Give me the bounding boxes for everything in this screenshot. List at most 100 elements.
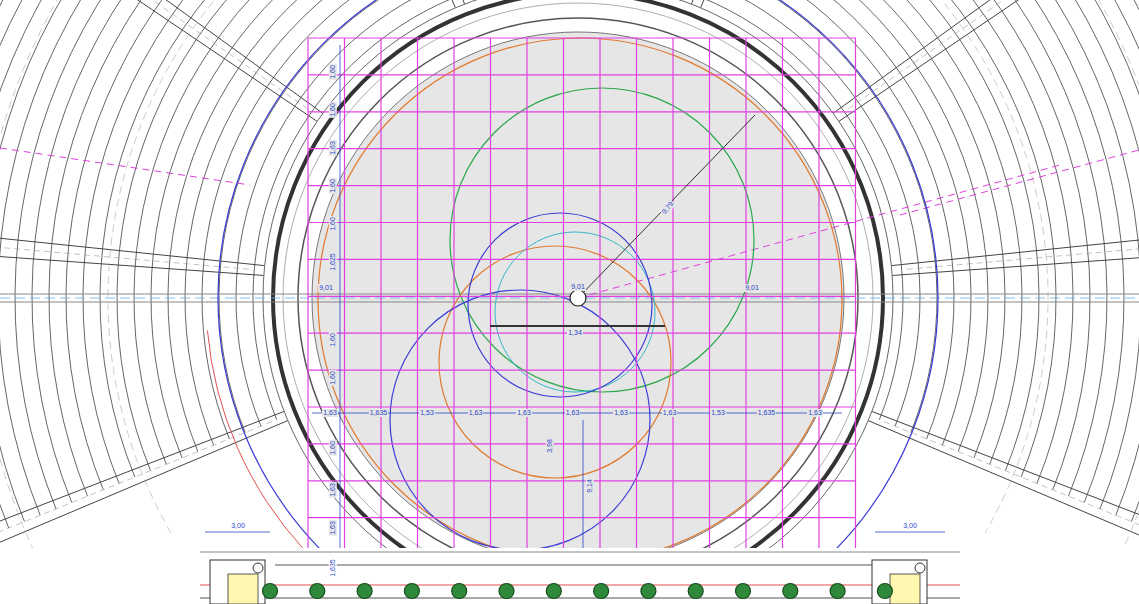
ring-drain (283, 3, 873, 548)
dimension-label: 1,63 (329, 140, 337, 156)
aisle-edge (290, 0, 465, 4)
column-base (263, 584, 278, 599)
dimension-line (875, 532, 945, 533)
grid-line (417, 38, 418, 592)
grid-line (308, 111, 856, 112)
aisle-edge (891, 216, 1139, 266)
aisle-edge (267, 0, 456, 8)
grid-line (308, 370, 856, 371)
centre-point (570, 290, 586, 306)
pier-block (890, 574, 920, 604)
stage-line (200, 552, 960, 553)
aisle-edge (833, 0, 1139, 113)
dimension-label: 9,01 (744, 284, 760, 292)
aisle-axis (0, 228, 249, 269)
dimension-label: 1,60 (329, 440, 337, 456)
column-base (594, 584, 609, 599)
construction-arc (0, 0, 1139, 548)
grid-line (308, 480, 856, 481)
column-base (688, 584, 703, 599)
stage-line (275, 565, 880, 566)
pier-outline (210, 560, 265, 604)
dimension-label: 1,63 (613, 409, 629, 417)
pier-column (915, 563, 925, 573)
column-base (830, 584, 845, 599)
aisle-edge (0, 0, 317, 121)
dimension-label: 1,60 (329, 64, 337, 80)
aisle-edge (0, 411, 284, 548)
radius-line (578, 115, 755, 298)
aisle-axis (884, 422, 1139, 548)
ring-wall (273, 0, 883, 548)
grid-line (526, 38, 527, 592)
dimension-label: 9,14 (586, 478, 594, 494)
ring-inner (298, 18, 858, 548)
column-base (452, 584, 467, 599)
dimension-label: 1,63 (329, 520, 337, 536)
setting-out-circle (218, 0, 938, 548)
dimension-label: 1,63 (329, 482, 337, 498)
grid-line (308, 517, 856, 518)
dimension-line (340, 45, 341, 585)
dimension-label: 1,53 (419, 409, 435, 417)
dimension-label: 9,79 (660, 199, 676, 216)
grid-line (308, 443, 856, 444)
grid-line (308, 222, 856, 223)
column-base (404, 584, 419, 599)
dimension-label: 3,00 (902, 522, 918, 530)
dimension-label: 1,635 (329, 558, 337, 578)
stage-ground (0, 548, 1139, 604)
column-base (783, 584, 798, 599)
aisle-edge (701, 0, 890, 8)
aisle-edge (0, 0, 323, 113)
dimension-label: 1,635 (369, 409, 389, 417)
altar-bar (490, 325, 665, 327)
dimension-line (205, 532, 270, 533)
dimension-label: 3,98 (546, 438, 554, 454)
aisle-edge (0, 241, 264, 276)
grid-line (563, 38, 564, 592)
setting-out-circle (468, 213, 652, 397)
dimension-label: 1,63 (565, 409, 581, 417)
grid-line (344, 38, 345, 592)
grid-line (672, 38, 673, 592)
dimension-label: 1,63 (662, 409, 678, 417)
dimension-label: 9,01 (570, 283, 586, 291)
survey-grid (308, 38, 856, 592)
grid-line (307, 38, 308, 592)
dimension-label: 3,00 (230, 522, 246, 530)
dimension-label: 1,60 (329, 216, 337, 232)
column-base (357, 584, 372, 599)
pier-outline (872, 560, 927, 604)
sight-line (900, 150, 1139, 215)
column-base (499, 584, 514, 599)
aisle-edge (691, 0, 866, 4)
aisle-edge (0, 421, 288, 548)
dimension-line (583, 420, 584, 560)
column-base (641, 584, 656, 599)
seating-rows (0, 0, 1139, 548)
dimension-label: 1,635 (757, 409, 777, 417)
grid-line (308, 148, 856, 149)
aisle-axis (0, 0, 308, 109)
dimension-label: 1,60 (329, 370, 337, 386)
dimension-label: 1,60 (329, 332, 337, 348)
grid-line (818, 38, 819, 592)
seat-row (0, 0, 303, 548)
grid-line (599, 38, 600, 592)
dimension-label: 1,625 (329, 252, 337, 272)
aisle-edge (892, 241, 1139, 276)
aisle-edge (0, 216, 265, 266)
pier-block (228, 574, 258, 604)
grid-line (782, 38, 783, 592)
dimension-label: 1,60 (329, 102, 337, 118)
grid-line (308, 74, 856, 75)
column-base (546, 584, 561, 599)
pier-column (253, 563, 263, 573)
dimension-label: 9,01 (318, 284, 334, 292)
grid-line (745, 38, 746, 592)
column-base (310, 584, 325, 599)
